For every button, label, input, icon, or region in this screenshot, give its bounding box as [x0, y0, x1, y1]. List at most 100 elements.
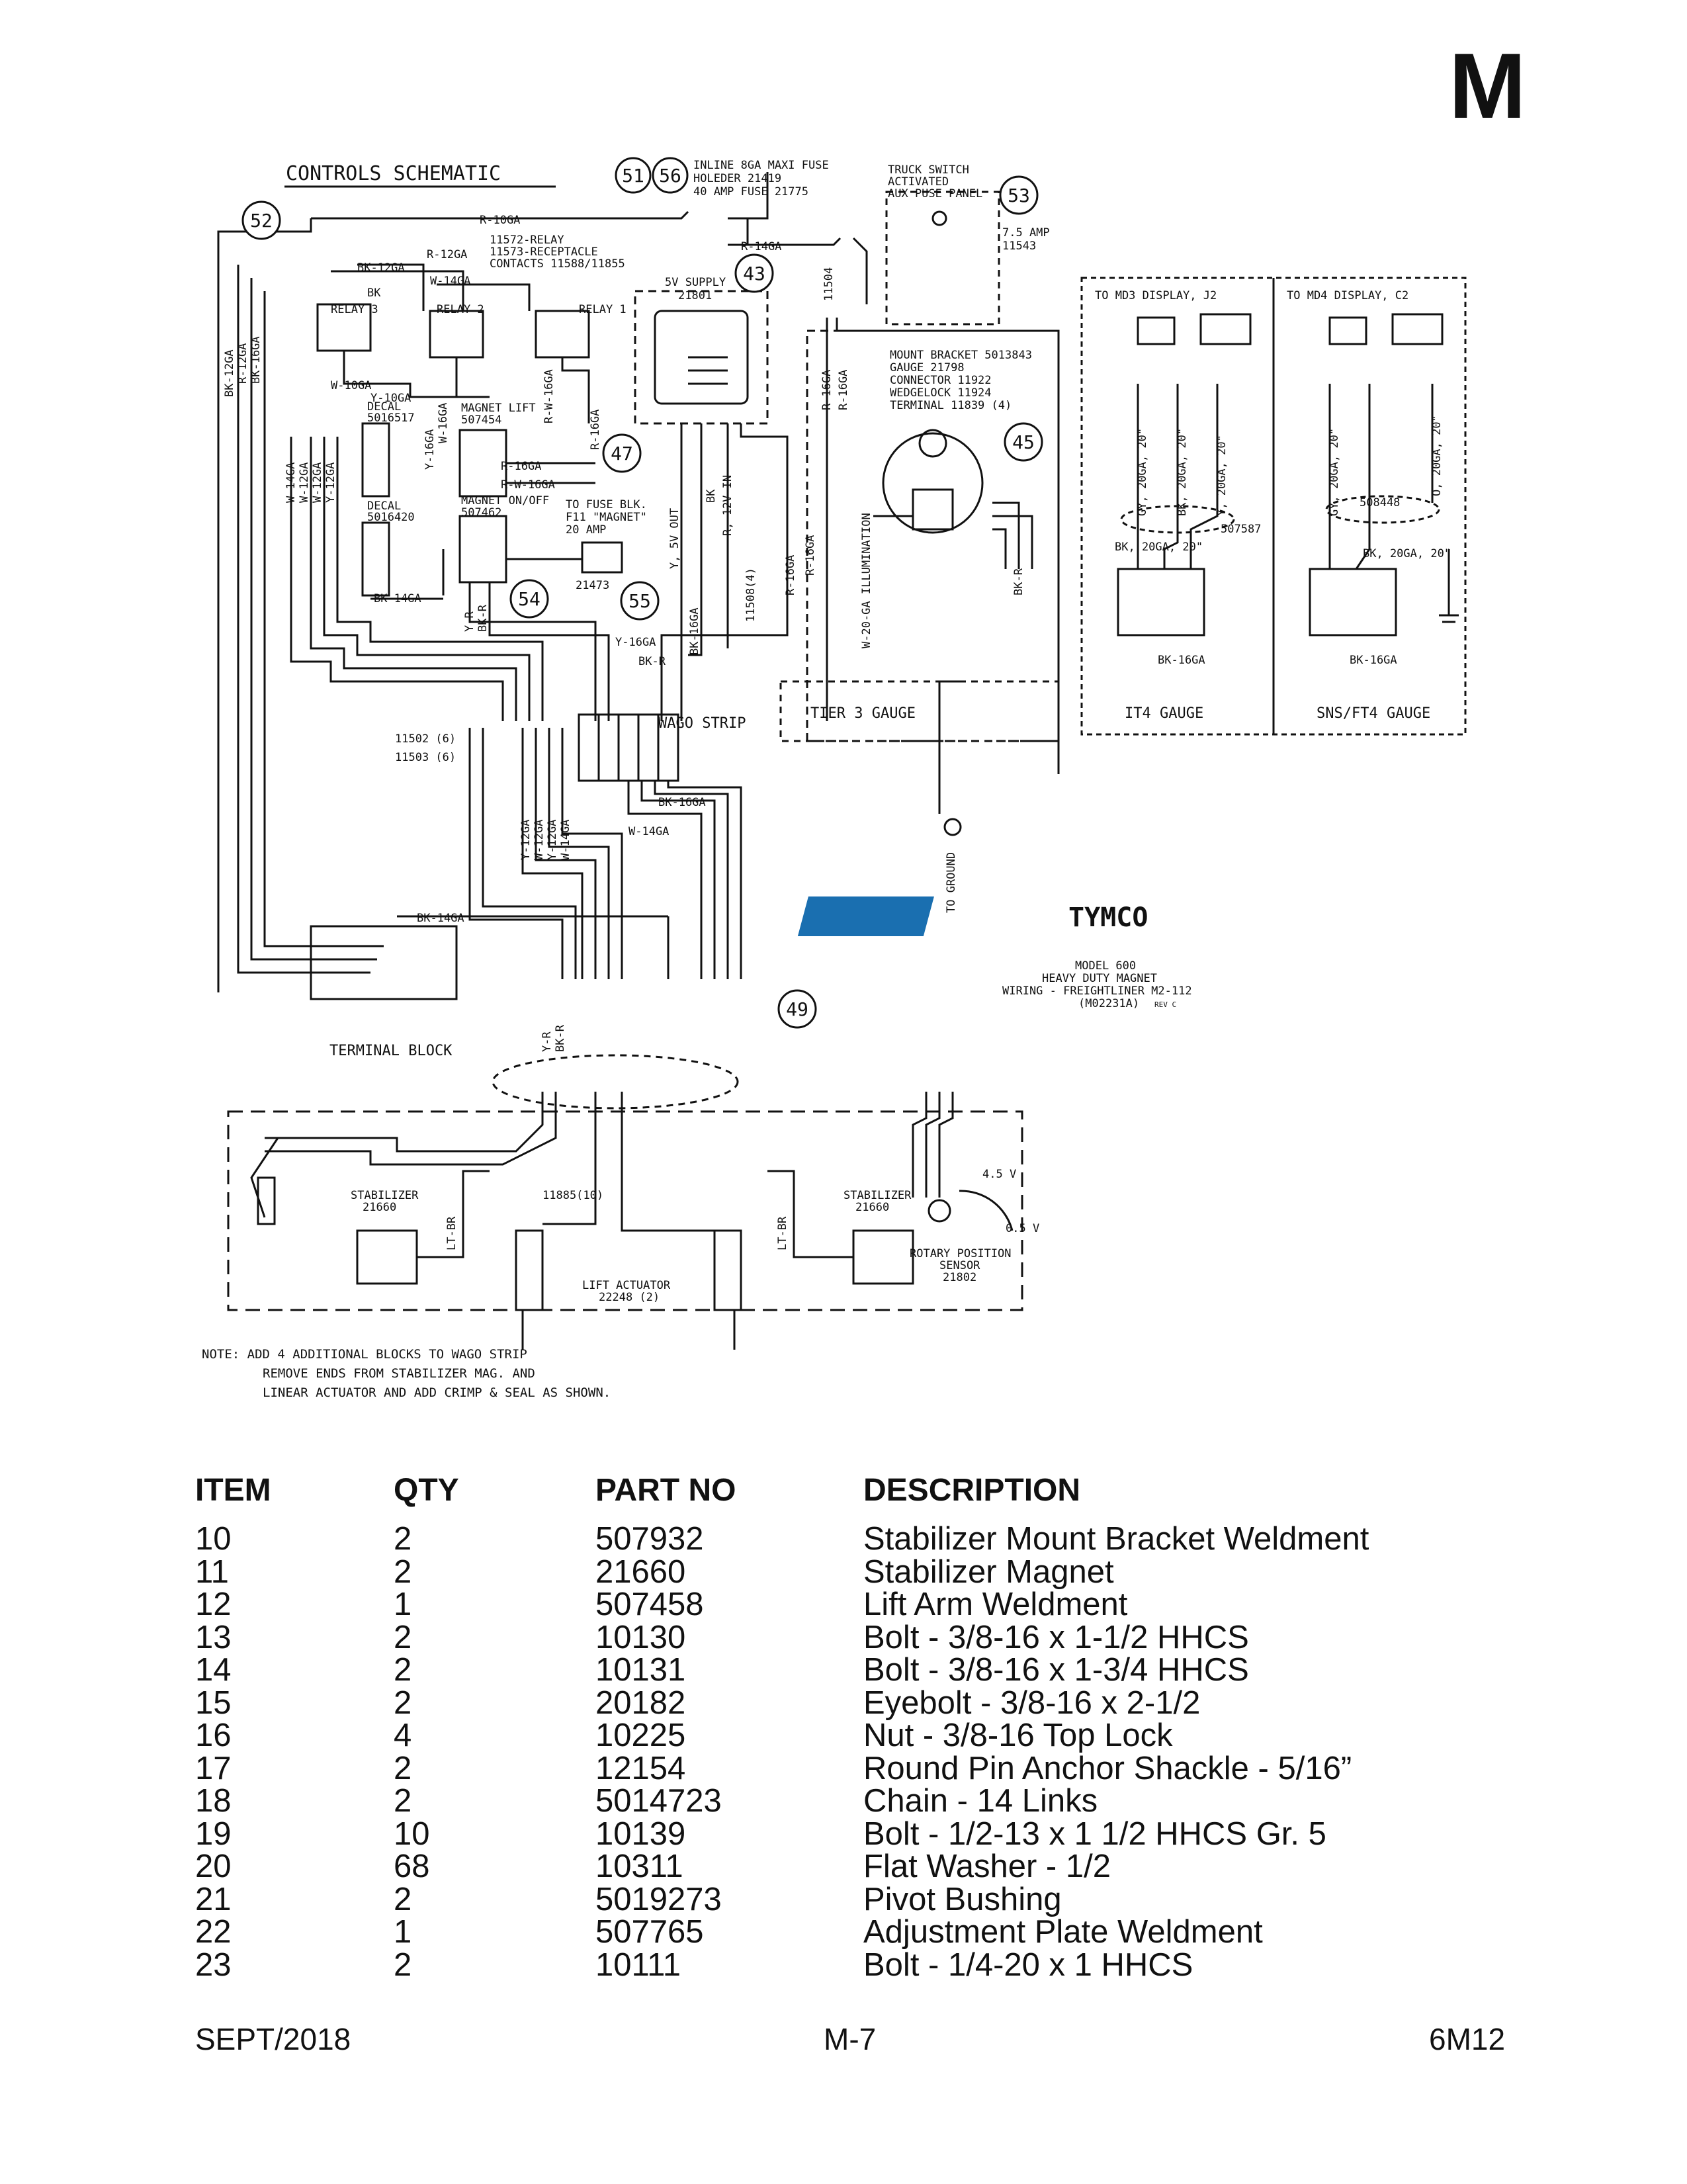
wire-bk-12ga-v: BK-12GA [223, 349, 236, 397]
it4-gauge-label: IT4 GAUGE [1125, 705, 1203, 722]
rev-label: REV C [1154, 1000, 1176, 1009]
wire-y-12ga-v3: Y-12GA [546, 820, 559, 860]
magnet-onoff-label: MAGNET ON/OFF [461, 494, 549, 507]
cell-item: 12 [195, 1587, 232, 1622]
fuse-blk-1: TO FUSE BLK. [566, 498, 647, 511]
lift-actuator-number: 22248 (2) [599, 1291, 660, 1304]
cell-part: 21660 [595, 1553, 686, 1590]
model-line-2: HEAVY DUTY MAGNET [1042, 972, 1157, 985]
logo-text: TYMCO [1068, 902, 1148, 933]
supply-note-2: 21801 [678, 289, 712, 302]
wire-w-10ga: W-10GA [331, 379, 371, 392]
footer-date: SEPT/2018 [195, 2022, 351, 2056]
lift-actuator-label: LIFT ACTUATOR [582, 1279, 671, 1292]
wire-bk-12ga: BK-12GA [357, 261, 405, 275]
wire-r-16ga-gauge: R-16GA [784, 555, 797, 595]
wire-w-14ga-v: W-14GA [284, 462, 298, 503]
wire-bk: BK [367, 286, 381, 300]
wire-y-16ga-v: Y-16GA [423, 429, 437, 470]
cell-qty: 1 [394, 1587, 412, 1622]
wire-y-20ga-md3: Y, 20GA, 20" [1215, 435, 1229, 516]
wire-y-5v-out: Y, 5V OUT [668, 508, 681, 569]
wire-r-w-16ga: R-W-16GA [501, 478, 555, 492]
wire-w-14ga-h: W-14GA [628, 825, 669, 838]
wire-w-12ga-v3: W-12GA [533, 820, 546, 860]
relay-3-label: RELAY 3 [331, 303, 378, 316]
wire-r-10ga: R-10GA [480, 214, 520, 227]
balloon-54: 54 [518, 588, 541, 610]
wire-r-16ga-v: R-16GA [589, 410, 602, 450]
note-line-1: NOTE: ADD 4 ADDITIONAL BLOCKS TO WAGO ST… [202, 1347, 527, 1362]
model-line-4: (M02231A) [1078, 997, 1139, 1010]
cell-qty: 2 [394, 1553, 412, 1590]
wire-bk-14ga: BK-14GA [374, 592, 421, 605]
wire-w-12ga-v2: W-12GA [311, 462, 324, 503]
voltage-4-5: 4.5 V [982, 1168, 1016, 1181]
tier3-gauge-label: TIER 3 GAUGE [810, 705, 916, 722]
cell-desc: Bolt - 3/8-16 x 1-3/4 HHCS [863, 1652, 1249, 1688]
connector-508448: 508448 [1360, 496, 1400, 509]
cell-part: 10130 [595, 1619, 686, 1655]
mount-note-5: TERMINAL 11839 (4) [890, 399, 1012, 412]
wire-y-12ga-v: Y-12GA [324, 462, 337, 503]
voltage-0-5: 0.5 V [1006, 1222, 1039, 1235]
cell-desc: Stabilizer Magnet [863, 1553, 1114, 1590]
balloon-55: 55 [628, 590, 651, 612]
balloon-47: 47 [611, 443, 633, 464]
wire-r-w-16ga-v: R-W-16GA [542, 369, 556, 423]
decal1-number: 5016517 [367, 412, 415, 425]
wire-w-16ga-v: W-16GA [437, 403, 450, 443]
stabilizer-right-label: STABILIZER [844, 1189, 912, 1202]
magnet-lift-label: MAGNET LIFT [461, 402, 536, 415]
mount-note-4: WEDGELOCK 11924 [890, 386, 992, 400]
cell-qty: 2 [394, 1652, 412, 1688]
wire-bk-20ga: BK, 20GA, 20" [1115, 541, 1203, 554]
balloon-43: 43 [743, 263, 765, 284]
wire-bk-r-v: BK-R [476, 604, 490, 632]
wire-bk-16ga-supply: BK-16GA [688, 607, 701, 655]
cell-part: 507932 [595, 1521, 704, 1557]
relay-note-2: 11573-RECEPTACLE [490, 245, 598, 259]
supply-note-1: 5V SUPPLY [665, 276, 726, 289]
wire-bk-r-bundle: BK-R [554, 1024, 567, 1052]
balloon-45: 45 [1012, 431, 1035, 453]
wire-y-16ga-h: Y-16GA [615, 636, 656, 649]
cell-item: 16 [195, 1718, 232, 1753]
fuse-note-2: HOLEDER 21419 [693, 172, 781, 185]
part-11508: 11508(4) [744, 568, 757, 622]
wire-bk-20ga-md3: BK, 20GA, 20" [1176, 428, 1189, 516]
truck-switch-2: ACTIVATED [888, 175, 949, 189]
cell-desc: Bolt - 1/4-20 x 1 HHCS [863, 1946, 1193, 1983]
decal2-label: DECAL [367, 500, 401, 513]
wire-y-12ga-v2: Y-12GA [519, 820, 533, 860]
tymco-logo: TYMCO [797, 896, 1148, 936]
cell-qty: 10 [394, 1815, 430, 1852]
connector-507587: 507587 [1221, 523, 1261, 536]
cell-part: 20182 [595, 1684, 686, 1721]
rotary-line-2: SENSOR [939, 1259, 980, 1272]
cell-desc: Round Pin Anchor Shackle - 5/16” [863, 1750, 1352, 1786]
wire-y-r-v: Y-R [463, 611, 476, 632]
cell-qty: 1 [394, 1914, 412, 1950]
header-qty: QTY [394, 1473, 459, 1508]
decal2-number: 5016420 [367, 511, 415, 524]
cell-part: 5019273 [595, 1881, 722, 1917]
connector-11502: 11502 (6) [395, 732, 456, 746]
magnet-lift-number: 507454 [461, 414, 501, 427]
wire-o-20ga-md4: O, 20GA, 20" [1430, 415, 1444, 496]
cell-item: 10 [195, 1521, 232, 1557]
relay-1-label: RELAY 1 [579, 303, 627, 316]
cell-qty: 2 [394, 1684, 412, 1721]
cell-part: 10225 [595, 1718, 686, 1753]
cell-part: 10311 [595, 1849, 683, 1884]
wire-r-16ga-top: R-16GA [820, 370, 834, 410]
cell-desc: Adjustment Plate Weldment [863, 1914, 1263, 1950]
